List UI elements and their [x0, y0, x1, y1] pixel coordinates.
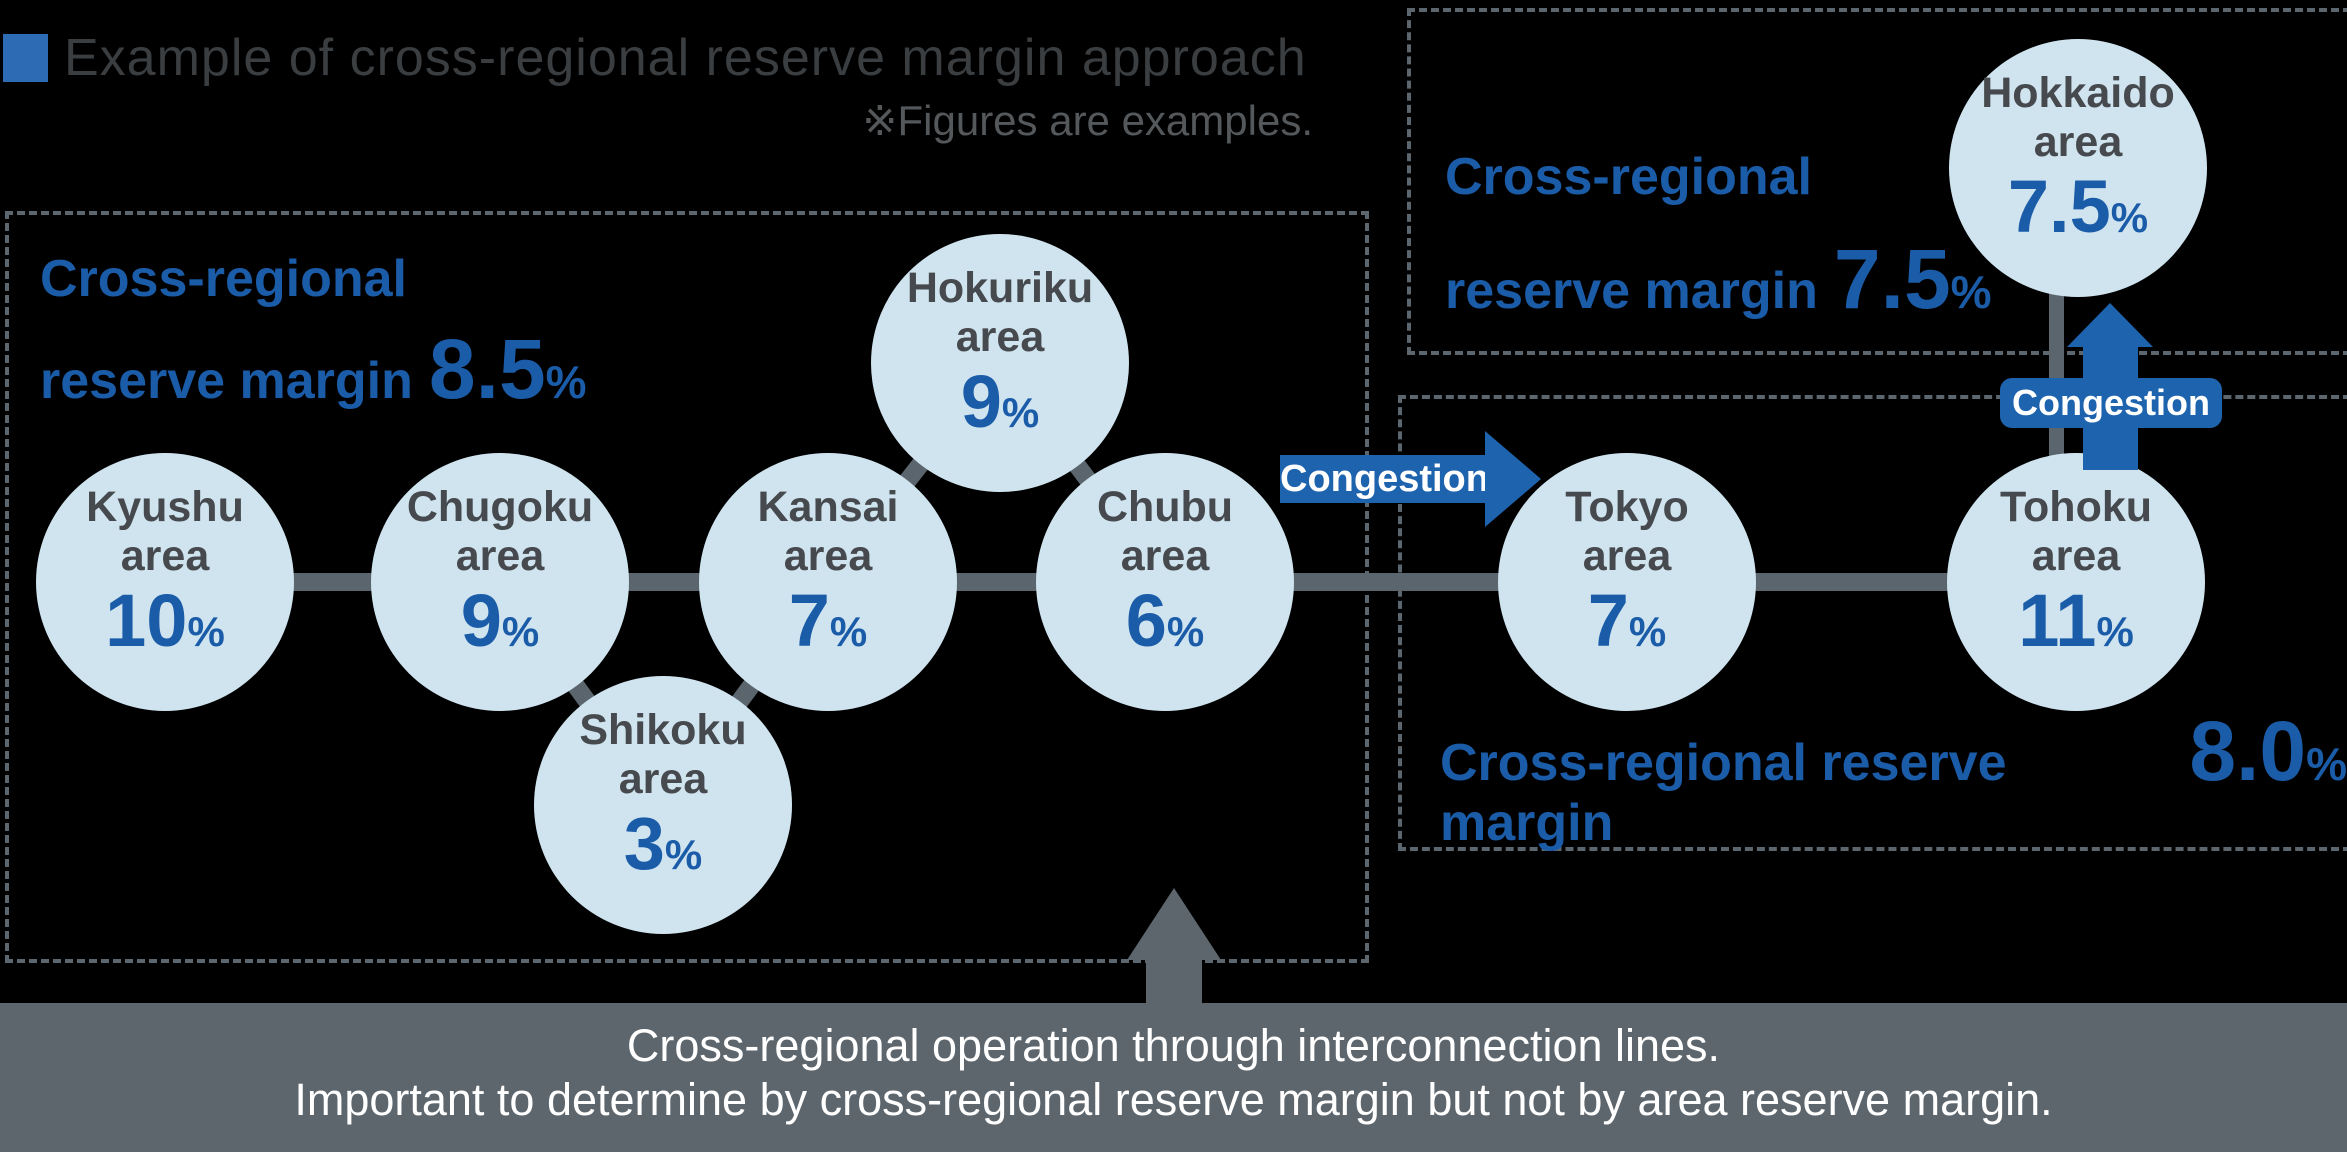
- area-node-hokkaido: Hokkaido area 7.5%: [1949, 39, 2207, 297]
- area-value: 7: [788, 578, 830, 662]
- area-name: Chugoku area: [406, 483, 594, 580]
- area-name: Tokyo area: [1565, 483, 1689, 580]
- east-group-box: [1398, 395, 2347, 851]
- north-group-label-line1: Cross-regional: [1445, 148, 1812, 206]
- area-name: Hokuriku area: [906, 264, 1094, 361]
- callout-up-arrow: [1146, 958, 1202, 1005]
- area-node-kyushu: Kyushu area 10%: [36, 453, 294, 711]
- area-name: Shikoku area: [579, 706, 747, 803]
- area-value: 11: [2018, 578, 2097, 662]
- area-node-kansai: Kansai area 7%: [699, 453, 957, 711]
- area-value: 9: [460, 578, 502, 662]
- area-value: 3: [623, 801, 665, 885]
- area-node-tokyo: Tokyo area 7%: [1498, 453, 1756, 711]
- area-percent: %: [2110, 193, 2149, 241]
- area-node-chugoku: Chugoku area 9%: [371, 453, 629, 711]
- north-group-label: Cross-regional reserve margin 7.5 %: [1445, 146, 1992, 324]
- area-percent: %: [501, 607, 540, 655]
- callout-up-arrowhead-icon: [1127, 888, 1221, 960]
- area-name: Hokkaido area: [1981, 69, 2175, 166]
- title-note: ※Figures are examples.: [862, 97, 1313, 144]
- area-value: 6: [1125, 578, 1167, 662]
- area-percent: %: [1166, 607, 1205, 655]
- west-group-label-line1: Cross-regional: [40, 250, 407, 308]
- north-group-unit: %: [1950, 266, 1992, 318]
- north-group-value: 7.5: [1833, 232, 1951, 326]
- right-arrowhead-icon: [1485, 431, 1541, 527]
- footer-line2: Important to determine by cross-regional…: [294, 1074, 2053, 1125]
- area-node-chubu: Chubu area 6%: [1036, 453, 1294, 711]
- west-group-unit: %: [545, 356, 587, 408]
- area-percent: %: [2096, 607, 2134, 655]
- east-group-unit: %: [2306, 738, 2347, 790]
- area-percent: %: [1001, 388, 1040, 436]
- area-percent: %: [664, 830, 703, 878]
- area-name: Kansai area: [757, 483, 899, 580]
- area-node-shikoku: Shikoku area 3%: [534, 676, 792, 934]
- area-percent: %: [187, 607, 225, 655]
- area-name: Kyushu area: [86, 483, 244, 580]
- area-value: 7.5: [2007, 164, 2111, 248]
- west-group-label-line2: reserve margin: [40, 352, 413, 410]
- east-group-label: Cross-regional reserve margin 8.0 %: [1440, 706, 2347, 853]
- area-name: Tohoku area: [1999, 483, 2153, 580]
- footer-bar: Cross-regional operation through interco…: [0, 1003, 2347, 1152]
- area-value: 9: [960, 359, 1002, 443]
- west-group-label: Cross-regional reserve margin 8.5 %: [40, 248, 587, 414]
- west-group-value: 8.5: [428, 322, 546, 416]
- page-title: Example of cross-regional reserve margin…: [64, 29, 1307, 87]
- area-node-tohoku: Tohoku area 11%: [1947, 453, 2205, 711]
- congestion-arrow-up-label: Congestion: [2000, 378, 2222, 428]
- area-percent: %: [1628, 607, 1667, 655]
- up-arrowhead-icon: [2067, 303, 2153, 347]
- north-group-box: [1407, 8, 2347, 355]
- congestion-arrow-right: Congestion: [1280, 431, 1543, 527]
- north-group-label-line2: reserve margin: [1445, 262, 1818, 320]
- area-name: Chubu area: [1096, 483, 1234, 580]
- area-value: 7: [1587, 578, 1629, 662]
- area-node-hokuriku: Hokuriku area 9%: [871, 234, 1129, 492]
- east-group-value: 8.0: [2189, 704, 2307, 798]
- area-value: 10: [105, 578, 188, 662]
- east-group-label-text: Cross-regional reserve margin: [1440, 734, 2007, 852]
- blue-square-icon: [3, 34, 48, 82]
- congestion-arrow-right-label: Congestion: [1280, 455, 1489, 503]
- footer-line1: Cross-regional operation through interco…: [626, 1020, 1721, 1071]
- area-percent: %: [829, 607, 868, 655]
- page-title-row: Example of cross-regional reserve margin…: [3, 28, 1307, 88]
